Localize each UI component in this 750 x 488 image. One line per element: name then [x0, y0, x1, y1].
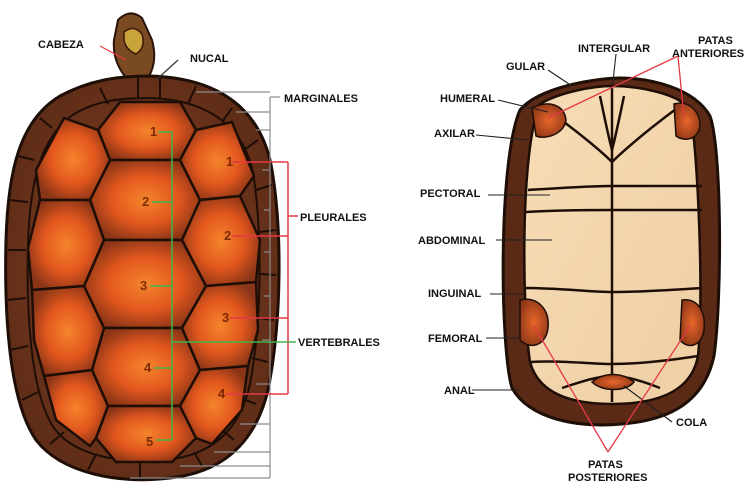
vertebral-number-1: 1 — [150, 124, 157, 139]
label-pleurales: PLEURALES — [300, 212, 367, 224]
label-humeral: HUMERAL — [440, 93, 495, 105]
label-axilar: AXILAR — [434, 128, 475, 140]
label-cola: COLA — [676, 417, 707, 429]
label-intergular: INTERGULAR — [578, 43, 650, 55]
vertebral-number-2: 2 — [142, 194, 149, 209]
vertebral-scute-1 — [98, 102, 196, 160]
label-vertebrales: VERTEBRALES — [298, 337, 380, 349]
label-anal: ANAL — [444, 385, 475, 397]
label-inguinal: INGUINAL — [428, 288, 481, 300]
label-abdominal: ABDOMINAL — [418, 235, 485, 247]
carapace: 1 2 3 4 5 1 2 3 4 — [6, 13, 279, 480]
label-patas-anteriores-2: ANTERIORES — [672, 48, 744, 60]
label-cabeza: CABEZA — [38, 39, 84, 51]
label-pectoral: PECTORAL — [420, 188, 481, 200]
label-patas-anteriores-1: PATAS — [698, 35, 733, 47]
label-nucal: NUCAL — [190, 53, 229, 65]
vertebral-number-4: 4 — [144, 360, 152, 375]
pleural-number-4: 4 — [218, 386, 226, 401]
pleural-number-3: 3 — [222, 310, 229, 325]
label-femoral: FEMORAL — [428, 333, 483, 345]
label-gular: GULAR — [506, 61, 545, 73]
vertebral-number-3: 3 — [140, 278, 147, 293]
label-patas-posteriores-1: PATAS — [588, 459, 623, 471]
vertebral-number-5: 5 — [146, 434, 153, 449]
label-marginales: MARGINALES — [284, 93, 358, 105]
label-patas-posteriores-2: POSTERIORES — [568, 472, 647, 484]
plastron — [503, 78, 719, 425]
pleural-number-2: 2 — [224, 228, 231, 243]
